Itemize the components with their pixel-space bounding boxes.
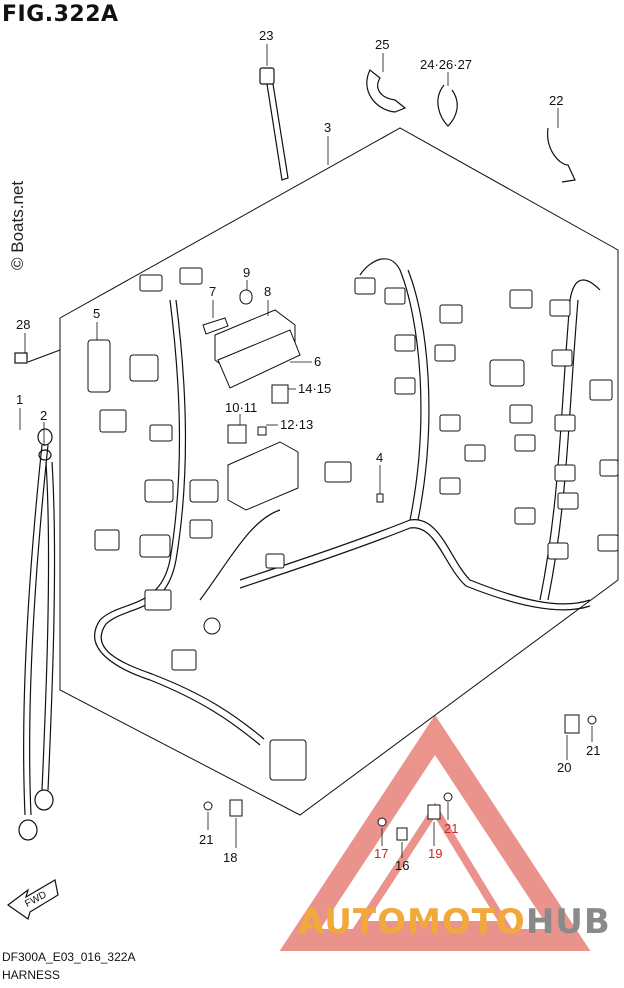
diagram-code: DF300A_E03_016_322A <box>2 950 136 964</box>
callout-4: 4 <box>376 450 384 465</box>
callout-1: 1 <box>16 392 24 407</box>
callout-8: 8 <box>264 284 272 299</box>
brand-part-1: AUTOMOTO <box>298 902 526 942</box>
callout-21-right: 21 <box>586 743 601 758</box>
connectors <box>94 267 619 781</box>
callout-20: 20 <box>557 760 572 775</box>
callout-3: 3 <box>324 120 332 135</box>
callout-21-left: 21 <box>199 832 214 847</box>
callout-21-center: 21 <box>444 821 459 836</box>
fwd-arrow: FWD <box>6 879 59 920</box>
fuse-box-parts <box>87 289 384 635</box>
callout-25: 25 <box>375 37 390 52</box>
callout-6: 6 <box>314 354 322 369</box>
battery-cables <box>14 349 61 841</box>
callout-17: 17 <box>374 846 389 861</box>
callout-19: 19 <box>428 846 443 861</box>
accessory-parts <box>259 67 576 183</box>
figure-title: FIG.322A <box>2 2 119 27</box>
callout-18: 18 <box>223 850 238 865</box>
callout-28: 28 <box>16 317 31 332</box>
callout-2: 2 <box>40 408 48 423</box>
brand-watermark: AUTOMOTOHUB <box>298 902 611 942</box>
callout-7: 7 <box>209 284 217 299</box>
diagram-caption: HARNESS <box>2 968 61 982</box>
callout-12-13: 12·13 <box>280 417 314 432</box>
assembly-outline <box>59 127 619 816</box>
small-hardware <box>203 714 597 841</box>
callout-10-11: 10·11 <box>225 400 258 415</box>
brand-part-2: HUB <box>525 902 611 942</box>
logo-triangle <box>279 714 591 951</box>
callout-5: 5 <box>93 306 101 321</box>
callout-16: 16 <box>395 858 410 873</box>
harness-trunk <box>94 258 601 746</box>
callout-23: 23 <box>259 28 274 43</box>
callout-9: 9 <box>243 265 251 280</box>
callout-24-26-27: 24·26·27 <box>420 57 473 72</box>
callout-22: 22 <box>549 93 564 108</box>
callout-14-15: 14·15 <box>298 381 332 396</box>
leader-lines <box>19 44 593 858</box>
